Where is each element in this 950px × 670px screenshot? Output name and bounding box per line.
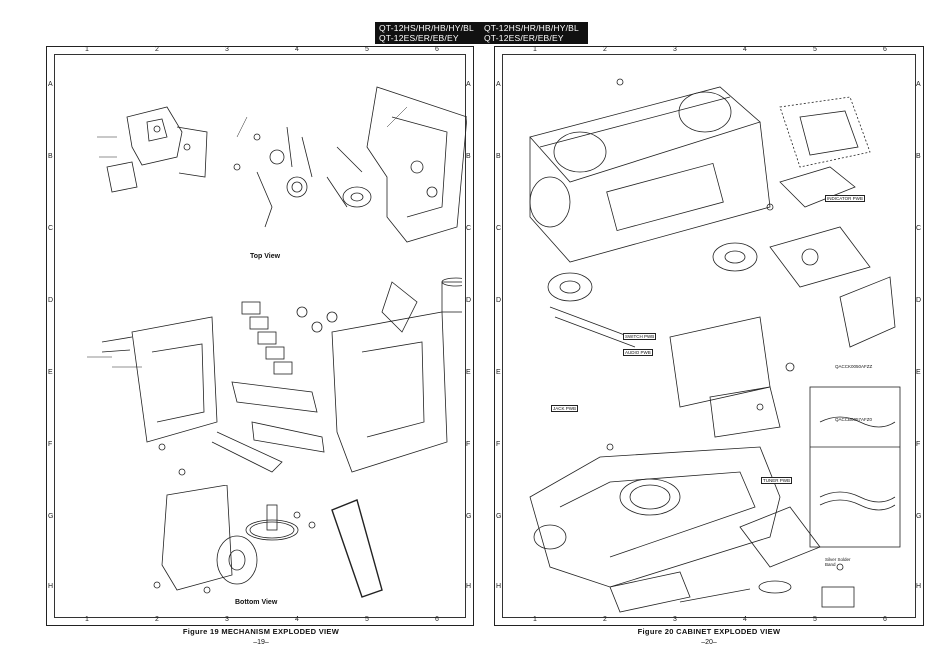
model-line-2: QT-12ES/ER/EB/EY (484, 33, 564, 43)
grid-row-label: F (466, 441, 471, 448)
page-number-left: –19– (253, 639, 269, 646)
grid-row-label: F (916, 441, 921, 448)
solder-note: Silver Solder Band (825, 557, 851, 567)
grid-column-label: 4 (295, 46, 299, 53)
model-line-1: QT-12HS/HR/HB/HY/BL (484, 23, 579, 33)
audio-pwb-label: AUDIO PWB (623, 349, 653, 356)
grid-column-label: 3 (673, 616, 677, 623)
top-view-mechanism-drawing (97, 86, 467, 243)
figure-19-caption: Figure 19 MECHANISM EXPLODED VIEW (182, 627, 340, 636)
grid-column-label: 1 (85, 616, 89, 623)
grid-row-label: D (48, 297, 54, 304)
grid-column-label: 3 (673, 46, 677, 53)
grid-column-label: 6 (435, 46, 439, 53)
grid-column-label: 3 (225, 46, 229, 53)
grid-row-label: B (496, 153, 501, 160)
grid-row-label: G (496, 513, 502, 520)
figure-20-caption: Figure 20 CABINET EXPLODED VIEW (637, 627, 781, 636)
top-view-label: Top View (250, 253, 281, 260)
mechanism-middle-exploded-drawing (87, 277, 462, 476)
grid-row-label: C (466, 225, 472, 232)
tuner-pwb-label: TUNER PWB (761, 477, 792, 484)
grid-column-label: 2 (603, 616, 607, 623)
grid-column-label: 4 (295, 616, 299, 623)
grid-row-label: H (916, 583, 922, 590)
grid-column-label: 5 (365, 46, 369, 53)
grid-column-label: 2 (155, 46, 159, 53)
grid-column-label: 6 (883, 46, 887, 53)
grid-column-label: 1 (533, 616, 537, 623)
cabinet-exploded-view-panel: 1 2 3 4 5 6 1 2 3 4 5 6 A B C D E F G H … (494, 46, 924, 626)
grid-row-label: H (496, 583, 502, 590)
grid-row-label: C (916, 225, 922, 232)
grid-row-label: E (916, 369, 921, 376)
grid-column-label: 6 (435, 616, 439, 623)
grid-column-label: 5 (813, 616, 817, 623)
grid-row-label: F (48, 441, 53, 448)
grid-row-label: D (916, 297, 922, 304)
model-number-box-right: QT-12HS/HR/HB/HY/BL QT-12ES/ER/EB/EY (480, 22, 588, 44)
grid-row-label: B (916, 153, 921, 160)
jack-pwb-label: JACK PWB (551, 405, 579, 412)
grid-row-label: D (466, 297, 472, 304)
grid-row-label: A (496, 81, 501, 88)
bottom-view-label: Bottom View (235, 599, 278, 606)
grid-row-label: C (48, 225, 54, 232)
grid-row-label: C (496, 225, 502, 232)
cord-part-number-2: QACCB0057AFZ0 (835, 417, 873, 422)
grid-row-label: H (466, 583, 472, 590)
grid-column-label: 5 (813, 46, 817, 53)
indicator-pwb-label: INDICATOR PWB (825, 195, 865, 202)
grid-row-label: E (466, 369, 471, 376)
grid-column-label: 5 (365, 616, 369, 623)
mechanism-exploded-view-panel: 1 2 3 4 5 6 1 2 3 4 5 6 A B C D E F G H … (46, 46, 474, 626)
grid-row-label: B (48, 153, 53, 160)
grid-column-label: 1 (533, 46, 537, 53)
grid-row-label: E (48, 369, 53, 376)
grid-row-label: G (466, 513, 472, 520)
grid-column-label: 4 (743, 616, 747, 623)
drawing-frame (502, 54, 916, 618)
grid-column-label: 4 (743, 46, 747, 53)
grid-row-label: F (496, 441, 501, 448)
grid-row-label: A (916, 81, 921, 88)
cord-part-number-1: QACCK0050AFZZ (835, 364, 873, 369)
grid-column-label: 1 (85, 46, 89, 53)
model-number-box-left: QT-12HS/HR/HB/HY/BL QT-12ES/ER/EB/EY (375, 22, 483, 44)
grid-row-label: D (496, 297, 502, 304)
grid-column-label: 6 (883, 616, 887, 623)
grid-row-label: G (48, 513, 54, 520)
grid-row-label: A (466, 81, 471, 88)
grid-row-label: A (48, 81, 53, 88)
model-line-1: QT-12HS/HR/HB/HY/BL (379, 23, 474, 33)
bottom-view-mechanism-drawing (153, 485, 383, 598)
model-line-2: QT-12ES/ER/EB/EY (379, 33, 459, 43)
grid-column-label: 2 (603, 46, 607, 53)
page-number-right: –20– (701, 639, 717, 646)
switch-pwb-label: SWITCH PWB (623, 333, 657, 340)
grid-row-label: H (48, 583, 54, 590)
cabinet-exploded-drawing (529, 78, 901, 613)
grid-column-label: 2 (155, 616, 159, 623)
grid-row-label: E (496, 369, 501, 376)
drawing-frame (54, 54, 466, 618)
grid-column-label: 3 (225, 616, 229, 623)
grid-row-label: G (916, 513, 922, 520)
grid-row-label: B (466, 153, 471, 160)
